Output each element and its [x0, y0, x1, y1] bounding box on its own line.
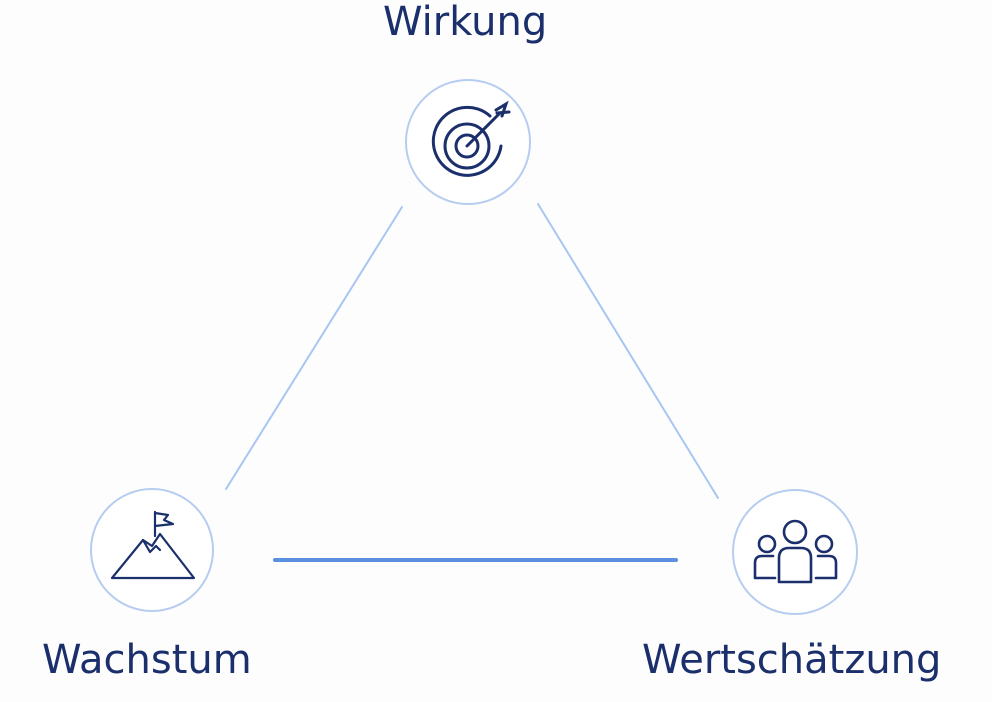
node-label-wertschaetzung: Wertschätzung	[642, 637, 942, 683]
node-wachstum	[90, 488, 214, 612]
mountain-flag-icon	[110, 510, 196, 580]
connector-line-top-left	[225, 206, 403, 490]
people-group-icon	[753, 519, 838, 584]
target-icon	[431, 100, 511, 177]
node-label-wirkung: Wirkung	[383, 0, 548, 45]
node-wertschaetzung	[732, 489, 858, 615]
node-circle	[405, 79, 531, 205]
node-wirkung	[405, 79, 531, 205]
node-label-wachstum: Wachstum	[42, 637, 252, 683]
connector-line-top-right	[537, 203, 719, 499]
node-circle	[732, 489, 858, 615]
